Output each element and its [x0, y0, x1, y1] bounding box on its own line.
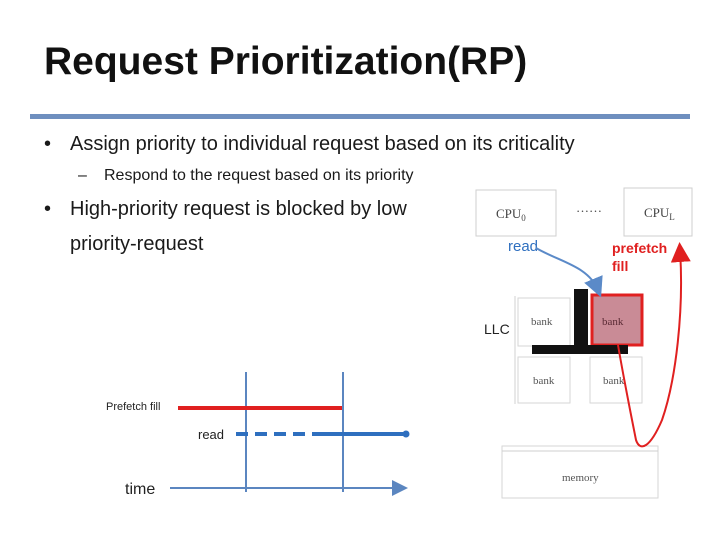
read-bar-end [402, 430, 410, 438]
bullet-2-line-1: High-priority request is blocked by low [70, 198, 407, 220]
bank-cell-highlighted [590, 293, 644, 347]
read-timeline-label: read [198, 427, 224, 442]
interconnect-horizontal [532, 345, 628, 354]
bullet-marker-2: • [44, 198, 52, 220]
interconnect-vertical [574, 289, 588, 353]
time-axis-label: time [125, 481, 155, 498]
bank-cell-bottom-right [589, 356, 643, 404]
bullet-2-line-2: priority-request [70, 233, 204, 255]
bullet-1: Assign priority to individual request ba… [70, 133, 575, 155]
slide-title: Request Prioritization(RP) [44, 40, 528, 83]
read-arrow [535, 247, 603, 298]
read-label: read [508, 238, 538, 255]
memory-label: memory [562, 472, 599, 484]
llc-label: LLC [484, 321, 510, 337]
bullet-marker-1: • [44, 133, 52, 155]
cpu-ellipsis: …… [576, 200, 602, 215]
bank-label-top-left: bank [531, 316, 553, 328]
cpun-label: CPUL [644, 205, 675, 222]
title-underline [30, 114, 690, 119]
prefetch-label-line-2: fill [612, 258, 628, 274]
cpun-box [623, 187, 693, 237]
bank-cell-bottom-left [517, 356, 571, 404]
bank-label-bottom-right: bank [603, 375, 625, 387]
memory-box [501, 445, 659, 499]
cpu0-box [475, 189, 557, 237]
sub-bullet-marker: – [78, 167, 87, 184]
prefetch-fill-arrow [617, 242, 691, 448]
prefetch-fill-label: Prefetch fill [106, 401, 160, 413]
cpu0-label: CPU0 [496, 206, 526, 223]
bank-label-highlighted: bank [602, 316, 624, 328]
sub-bullet-1: Respond to the request based on its prio… [104, 167, 414, 184]
prefetch-label-line-1: prefetch [612, 240, 667, 256]
bank-label-bottom-left: bank [533, 375, 555, 387]
